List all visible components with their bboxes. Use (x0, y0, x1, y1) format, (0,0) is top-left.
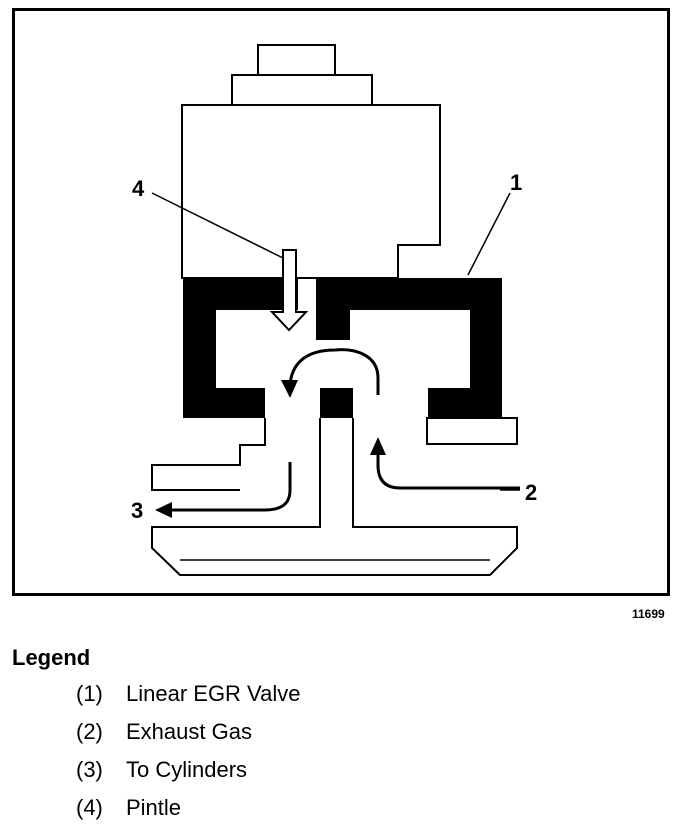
callout-1: 1 (510, 170, 522, 195)
legend-item-label: Linear EGR Valve (126, 681, 301, 706)
lower-left-passage (151, 418, 266, 491)
legend-item-number: (3) (76, 757, 103, 782)
legend-item: (4) Pintle (76, 797, 300, 835)
callout-3: 3 (131, 498, 143, 523)
valve-base-left (183, 278, 298, 418)
pintle-seat (320, 388, 353, 418)
flow-arrow-cylinders (172, 462, 292, 512)
legend-item: (2) Exhaust Gas (76, 721, 300, 759)
legend-item-number: (1) (76, 681, 103, 706)
egr-valve-diagram: 1 4 2 3 (131, 44, 537, 576)
flow-arrowhead-exhaust (370, 437, 386, 455)
figure-id: 11699 (632, 607, 665, 621)
legend-item: (3) To Cylinders (76, 759, 300, 797)
flow-arrowhead-top (281, 380, 298, 398)
valve-stem-base (151, 418, 518, 576)
legend-title: Legend (12, 645, 91, 670)
flow-arrowhead-cylinders (155, 502, 172, 518)
legend-item: (1) Linear EGR Valve (76, 683, 300, 721)
callout-2: 2 (525, 480, 537, 505)
valve-collar (231, 74, 373, 106)
leader-line-4 (151, 192, 284, 259)
valve-housing (181, 104, 441, 279)
flow-arrow-exhaust (376, 450, 520, 490)
right-flange (426, 417, 518, 445)
legend-item-label: To Cylinders (126, 757, 248, 782)
pintle-arrow (269, 249, 309, 332)
legend-item-number: (4) (76, 795, 103, 820)
leader-line-1 (467, 192, 511, 276)
valve-base-right (316, 278, 502, 418)
callout-4: 4 (132, 176, 145, 201)
legend-item-label: Exhaust Gas (126, 719, 252, 744)
flow-arrow-top (288, 348, 380, 395)
figure-frame (12, 8, 670, 596)
legend-item-label: Pintle (126, 795, 182, 820)
legend-list: (1) Linear EGR Valve (2) Exhaust Gas (3) To… (76, 683, 300, 835)
legend-item-number: (2) (76, 719, 103, 744)
valve-top-cap (257, 44, 336, 76)
